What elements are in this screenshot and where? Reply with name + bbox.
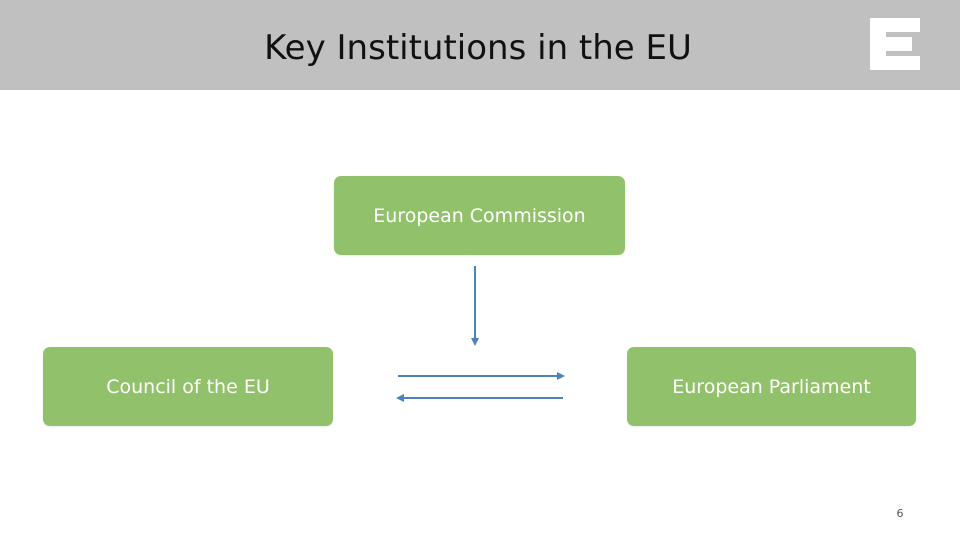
node-european-commission: European Commission xyxy=(334,176,625,255)
node-label-council: Council of the EU xyxy=(106,375,270,398)
letter-e-logo-icon xyxy=(870,18,920,70)
slide-title-text: Key Institutions in the EU xyxy=(264,28,692,68)
node-european-parliament: European Parliament xyxy=(627,347,916,426)
page-number: 6 xyxy=(896,507,904,520)
node-label-parliament: European Parliament xyxy=(672,375,871,398)
node-council-of-the-eu: Council of the EU xyxy=(43,347,333,426)
header-bar: Key Institutions in the EU xyxy=(0,0,960,90)
slide-title: Key Institutions in the EU xyxy=(0,0,958,90)
node-label-commission: European Commission xyxy=(373,204,586,227)
